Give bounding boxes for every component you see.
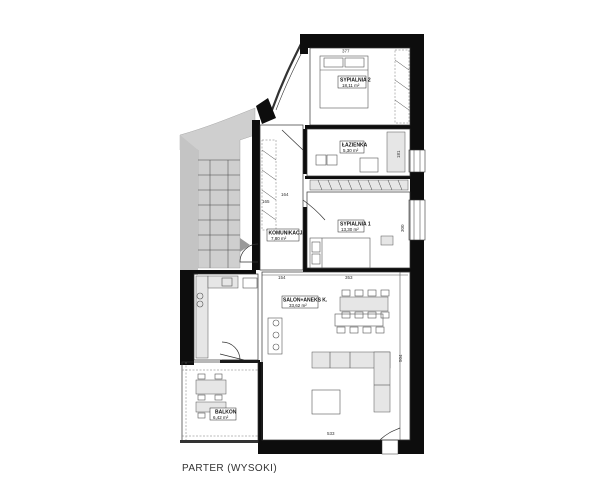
room-area-bathroom: 5,30 m² <box>343 148 359 153</box>
room-name-bedroom-2: SYPIALNIA 2 <box>340 78 371 84</box>
room-name-bathroom: ŁAZIENKA <box>342 143 368 149</box>
sink-icon <box>326 154 338 166</box>
wardrobe-strip <box>309 179 409 191</box>
room-name-corridor: KOMUNIKACJA <box>269 231 307 237</box>
stair-arrow-icon <box>240 238 250 252</box>
dim-top-width: 377 <box>342 49 350 54</box>
bed-icon <box>319 55 369 109</box>
balcony: BALKON 6,42 m² <box>180 361 259 443</box>
dim-bottom-width: 533 <box>327 431 335 436</box>
room-area-balcony: 6,42 m² <box>213 415 229 420</box>
mid-dimension-line: 154 353 <box>262 274 408 280</box>
room-name-bedroom-1: SYPIALNIA 1 <box>340 222 371 228</box>
dining-table-icon <box>334 289 390 334</box>
room-area-living: 33,62 m² <box>289 303 307 308</box>
room-area-bedroom-2: 18,11 m² <box>342 83 360 88</box>
dim-mid-left: 154 <box>278 275 286 280</box>
dim-corridor-depth: 164 <box>281 192 289 197</box>
room-name-living: SALON+ANEKS K. <box>283 298 328 304</box>
bathroom: ŁAZIENKA 5,30 m² 181 <box>306 128 411 177</box>
room-area-bedroom-1: 13,30 m² <box>341 227 359 232</box>
sofa-icon <box>311 351 391 413</box>
bar-stools <box>267 317 283 355</box>
staircase-area <box>179 107 256 275</box>
door-swings <box>219 243 259 361</box>
living-room: SALON+ANEKS K. 33,62 m² 504 533 <box>261 271 411 441</box>
windows-right <box>381 149 426 455</box>
corridor: KOMUNIKACJA 7,80 m² 164 165 <box>259 124 326 271</box>
kitchen <box>193 273 259 361</box>
floor-title: PARTER (WYSOKI) <box>182 463 278 474</box>
dim-living-height: 504 <box>398 354 403 362</box>
dim-mid-right: 353 <box>345 275 353 280</box>
bedroom-2: SYPIALNIA 2 18,11 m² 377 <box>309 47 411 126</box>
dim-corridor-side: 165 <box>262 199 270 204</box>
toilet-icon <box>315 154 327 166</box>
dim-bathroom-height: 181 <box>396 150 401 158</box>
coffee-table-icon <box>311 389 341 415</box>
curved-window <box>270 41 303 111</box>
bed-icon <box>309 237 371 269</box>
walls <box>180 34 424 454</box>
room-name-balcony: BALKON <box>215 410 237 416</box>
fridge-icon <box>242 277 258 289</box>
dim-bedroom-1-height: 300 <box>400 224 405 232</box>
sink-icon <box>221 277 233 287</box>
desk-icon <box>380 235 394 246</box>
bedroom-1: SYPIALNIA 1 13,30 m² 300 <box>306 191 411 269</box>
bathtub-icon <box>386 131 406 173</box>
room-area-corridor: 7,80 m² <box>271 236 287 241</box>
